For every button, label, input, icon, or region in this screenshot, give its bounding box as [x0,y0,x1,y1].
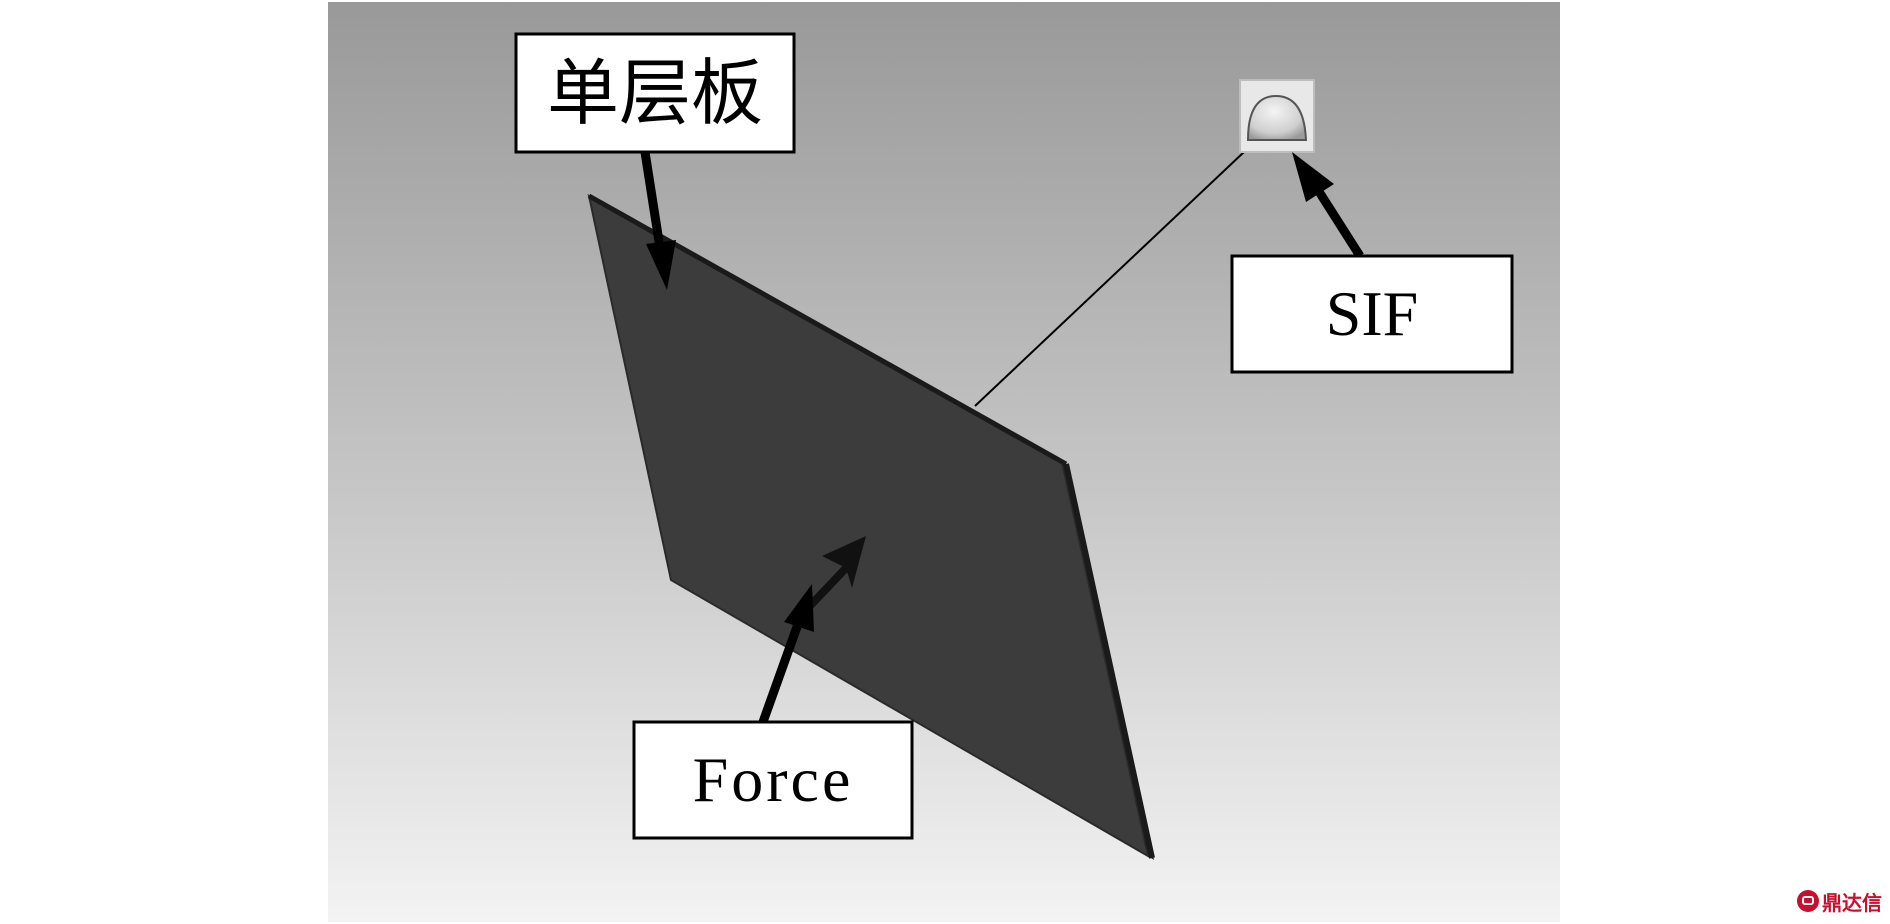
watermark-text: 鼎达信 [1822,890,1882,915]
plate-label: 单层板 [547,54,763,134]
force-label: Force [693,744,854,815]
plate-top-edge [587,193,1068,467]
watermark: 鼎达信 [1797,888,1882,915]
plate [587,193,1155,860]
sif-leader-line [974,117,1281,407]
force-arrowhead-icon [805,536,866,611]
watermark-logo-icon [1797,890,1819,912]
sif-arrow-icon [1292,152,1364,259]
force-label-box: Force [632,720,914,840]
sif-label: SIF [1326,278,1419,349]
dome-icon [1239,79,1315,153]
plate-arrow-icon [640,151,676,290]
plate-label-box: 单层板 [514,32,796,154]
plate-right-edge [1063,463,1155,859]
force-arrow-icon [758,584,814,724]
sif-label-box: SIF [1230,254,1514,374]
